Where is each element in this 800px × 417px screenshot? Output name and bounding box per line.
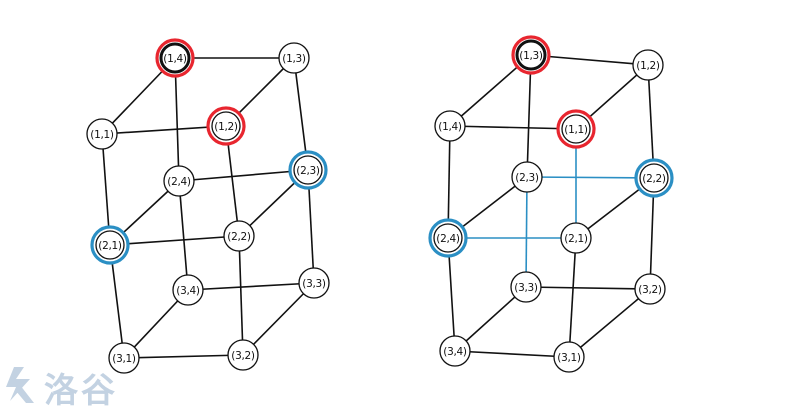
node-circle <box>634 273 666 305</box>
node-1-2: (1,2) <box>206 106 246 146</box>
node-1-4: (1,4) <box>434 110 466 142</box>
node-label: (3,4) <box>443 346 467 358</box>
node-label: (3,4) <box>176 285 200 297</box>
node-circle <box>639 163 669 193</box>
right-graph: (1,3) (1,2) (1,4) (1,1) (2,3) (2,2) (2,4) (2,1)… <box>428 35 674 373</box>
node-3-1: (3,1) <box>108 342 140 374</box>
node-label: (2,4) <box>436 233 460 245</box>
node-3-2: (3,2) <box>227 339 259 371</box>
node-label: (2,3) <box>296 165 320 177</box>
node-label: (1,3) <box>282 53 306 65</box>
node-circle <box>227 339 259 371</box>
node-label: (3,2) <box>638 284 662 296</box>
highlighted-edge <box>525 176 528 288</box>
node-circle <box>86 118 118 150</box>
node-1-2: (1,2) <box>632 49 664 81</box>
node-circle <box>515 39 547 71</box>
node-label: (3,3) <box>514 282 538 294</box>
edge <box>454 286 527 352</box>
edge <box>109 235 240 246</box>
node-circle <box>433 223 463 253</box>
node-1-1: (1,1) <box>556 109 596 149</box>
node-2-1: (2,1) <box>560 222 592 254</box>
edge <box>174 57 180 182</box>
node-circle <box>172 274 204 306</box>
edge <box>242 282 315 356</box>
edge <box>454 350 570 358</box>
node-circle <box>510 271 542 303</box>
node-circle <box>511 161 543 193</box>
edge <box>568 288 651 358</box>
node-circle <box>163 165 195 197</box>
edge <box>526 54 532 178</box>
node-label: (3,1) <box>112 353 136 365</box>
node-label: (2,1) <box>564 233 588 245</box>
edge <box>568 237 577 358</box>
node-circle <box>439 335 471 367</box>
node-circle <box>293 155 323 185</box>
edge <box>178 169 309 182</box>
node-3-4: (3,4) <box>172 274 204 306</box>
node-circle <box>278 42 310 74</box>
node-3-1: (3,1) <box>553 341 585 373</box>
node-1-1: (1,1) <box>86 118 118 150</box>
edge <box>449 125 577 130</box>
node-label: (3,3) <box>302 278 326 290</box>
node-circle <box>298 267 330 299</box>
node-label: (1,4) <box>163 53 187 65</box>
node-label: (3,1) <box>557 352 581 364</box>
node-circle <box>434 110 466 142</box>
node-3-4: (3,4) <box>439 335 471 367</box>
node-circle <box>223 220 255 252</box>
node-1-4: (1,4) <box>155 38 195 78</box>
node-label: (1,3) <box>519 50 543 62</box>
node-circle <box>108 342 140 374</box>
node-2-1: (2,1) <box>90 225 130 265</box>
node-label: (2,1) <box>98 240 122 252</box>
node-label: (2,3) <box>515 172 539 184</box>
node-circle <box>95 230 125 260</box>
node-circle <box>561 114 591 144</box>
node-circle <box>553 341 585 373</box>
node-1-3: (1,3) <box>511 35 551 75</box>
node-3-2: (3,2) <box>634 273 666 305</box>
node-2-4: (2,4) <box>163 165 195 197</box>
left-graph: (1,4) (1,3) (1,1) (1,2) (2,4) (2,3) (2,1) (2,2)… <box>86 38 330 374</box>
node-label: (2,2) <box>227 231 251 243</box>
node-label: (1,1) <box>90 129 114 141</box>
node-2-3: (2,3) <box>288 150 328 190</box>
luogu-logo-icon <box>6 367 34 403</box>
node-3-3: (3,3) <box>510 271 542 303</box>
edge <box>123 354 244 359</box>
edge <box>238 235 244 356</box>
node-2-2: (2,2) <box>223 220 255 252</box>
node-label: (2,2) <box>642 173 666 185</box>
edge <box>178 180 189 291</box>
node-circle <box>211 111 241 141</box>
node-3-3: (3,3) <box>298 267 330 299</box>
node-2-3: (2,3) <box>511 161 543 193</box>
node-1-3: (1,3) <box>278 42 310 74</box>
node-2-4: (2,4) <box>428 218 468 258</box>
node-label: (3,2) <box>231 350 255 362</box>
node-label: (1,4) <box>438 121 462 133</box>
edge <box>101 125 227 135</box>
node-circle <box>159 42 191 74</box>
node-label: (1,1) <box>564 124 588 136</box>
node-2-2: (2,2) <box>634 158 674 198</box>
node-circle <box>560 222 592 254</box>
node-label: (2,4) <box>167 176 191 188</box>
node-label: (1,2) <box>636 60 660 72</box>
highlighted-edge <box>526 176 655 179</box>
node-circle <box>632 49 664 81</box>
watermark-text: 洛谷 <box>44 370 118 411</box>
luogu-watermark: 洛谷 <box>0 357 118 417</box>
edge <box>187 282 315 291</box>
edge <box>525 286 651 290</box>
node-label: (1,2) <box>214 121 238 133</box>
